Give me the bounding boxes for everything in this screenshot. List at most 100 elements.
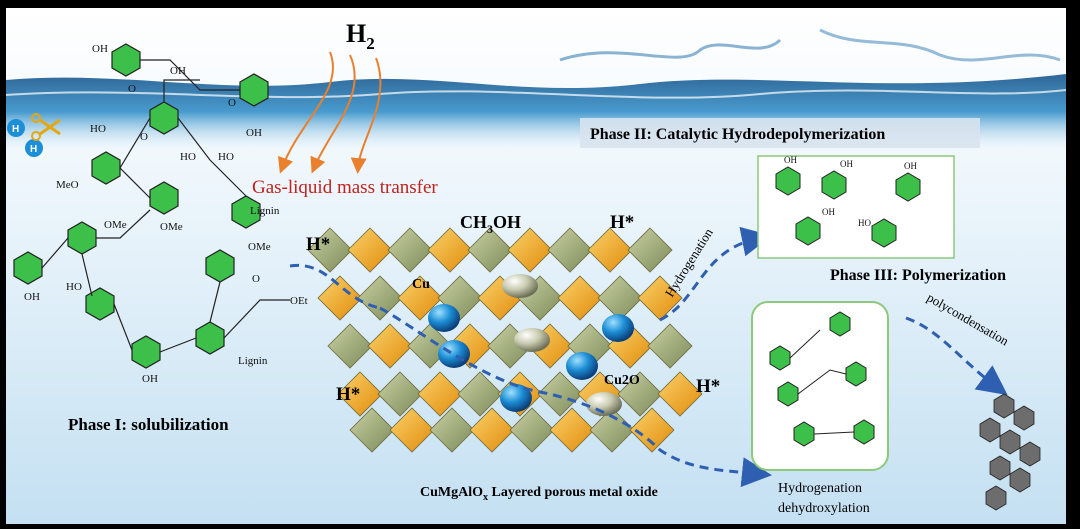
oxide-octahedron: [657, 371, 703, 417]
svg-text:O: O: [252, 273, 260, 285]
lignin-label-2: Lignin: [238, 355, 268, 367]
hstar-bottom-left: H*: [336, 384, 360, 405]
svg-text:OH: OH: [246, 127, 262, 139]
oxide-octahedron: [349, 407, 395, 453]
oxide-octahedron: [647, 323, 693, 369]
cu2o-particle: [586, 392, 622, 416]
svg-text:H: H: [30, 144, 37, 155]
flow-arrows: [289, 226, 1008, 488]
oxide-octahedron: [317, 275, 363, 321]
polymer-ring: [985, 485, 1007, 511]
hstar-right: H*: [696, 376, 720, 397]
oxide-octahedron: [509, 407, 555, 453]
oxide-octahedron: [629, 407, 675, 453]
oxide-octahedron: [557, 275, 603, 321]
ch3oh-label: CH3OH: [460, 212, 521, 236]
cu-particle: [566, 352, 598, 380]
cu-particle: [500, 384, 532, 412]
svg-text:OH: OH: [142, 373, 158, 385]
cu2o-particle: [502, 274, 538, 298]
hstar-left: H*: [306, 234, 330, 255]
oxide-octahedron: [337, 371, 383, 417]
oligomer-ring: [793, 421, 815, 447]
lignin-ring: [149, 181, 179, 215]
oxide-octahedron: [547, 227, 593, 273]
svg-text:OH: OH: [24, 291, 40, 303]
cu-particle: [602, 314, 634, 342]
lignin-ring: [67, 221, 97, 255]
catalyst-layers: [307, 227, 703, 453]
monomer-ring: [821, 170, 847, 200]
svg-text:OH: OH: [840, 159, 853, 169]
svg-text:OEt: OEt: [290, 295, 308, 307]
svg-text:OH: OH: [822, 207, 835, 217]
gas-liquid-arrows: [278, 51, 382, 174]
svg-text:HO: HO: [66, 281, 82, 293]
cu2o-particle: [514, 328, 550, 352]
oxide-octahedron: [587, 227, 633, 273]
oxide-octahedron: [469, 407, 515, 453]
svg-text:HO: HO: [180, 151, 196, 163]
cu2o-label: Cu2O: [604, 373, 640, 388]
phase2-banner: [580, 118, 980, 148]
svg-text:HO: HO: [218, 151, 234, 163]
oxide-octahedron: [549, 407, 595, 453]
hydrogenation-step-label: Hydrogenation: [778, 481, 862, 496]
catalyst-label: CuMgAlOx Layered porous metal oxide: [420, 485, 658, 503]
phase3-label: Phase III: Polymerization: [830, 267, 1006, 284]
monomer-ring: [871, 218, 897, 248]
phase1-label: Phase I: solubilization: [68, 415, 229, 434]
svg-text:MeO: MeO: [56, 179, 79, 191]
oxide-octahedron: [589, 407, 635, 453]
oxide-octahedron: [347, 227, 393, 273]
lignin-label-1: Lignin: [250, 205, 280, 217]
svg-text:HO: HO: [858, 218, 871, 228]
oligomer-ring: [829, 311, 851, 337]
svg-text:O: O: [140, 131, 148, 143]
monomer-ring: [795, 216, 821, 246]
hstar-top: H*: [610, 212, 634, 233]
cu-label: Cu: [412, 277, 430, 292]
oxide-octahedron: [357, 275, 403, 321]
svg-text:OMe: OMe: [160, 221, 183, 233]
oxide-octahedron: [387, 227, 433, 273]
lignin-ring: [131, 335, 161, 369]
oxide-octahedron: [427, 227, 473, 273]
svg-text:HO: HO: [90, 123, 106, 135]
svg-text:OH: OH: [904, 161, 917, 171]
oligomer-ring: [853, 419, 875, 445]
oxide-octahedron: [537, 371, 583, 417]
lignin-ring: [239, 73, 269, 107]
oxide-octahedron: [467, 227, 513, 273]
polymer-ring: [1009, 467, 1031, 493]
oligomer-ring: [769, 345, 791, 371]
polymer-network: [979, 393, 1041, 511]
oxide-octahedron: [627, 227, 673, 273]
dehydroxylation-step-label: dehydroxylation: [778, 501, 870, 516]
svg-text:O: O: [228, 97, 236, 109]
gas-liquid-label: Gas-liquid mass transfer: [252, 177, 438, 198]
svg-text:OH: OH: [92, 43, 108, 55]
lignin-ring: [85, 287, 115, 321]
svg-text:OH: OH: [784, 155, 797, 165]
polymer-ring: [1013, 405, 1035, 431]
oxide-octahedron: [367, 323, 413, 369]
oxide-octahedron: [457, 371, 503, 417]
polymer-ring: [1019, 441, 1041, 467]
oxide-octahedron: [507, 227, 553, 273]
svg-text:OH: OH: [170, 65, 186, 77]
oxide-octahedron: [377, 371, 423, 417]
oxide-octahedron: [389, 407, 435, 453]
lignin-ring: [13, 251, 43, 285]
oxide-octahedron: [327, 323, 373, 369]
cu-particle: [428, 304, 460, 332]
monomer-ring: [775, 166, 801, 196]
oxide-octahedron: [307, 227, 353, 273]
svg-text:H: H: [12, 124, 19, 135]
phase2-label: Phase II: Catalytic Hydrodepolymerizatio…: [590, 126, 885, 143]
oxide-octahedron: [617, 371, 663, 417]
oxide-octahedron: [429, 407, 475, 453]
lignin-ring: [111, 43, 141, 77]
